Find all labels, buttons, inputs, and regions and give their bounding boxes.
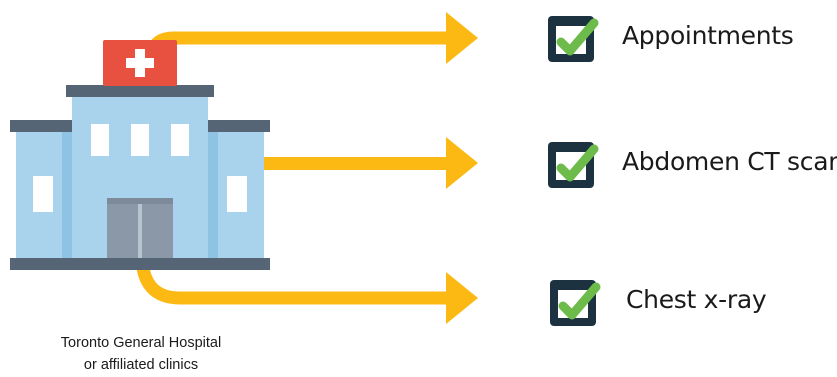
checkbox-checked-icon [550,280,601,326]
hospital-building-icon [10,40,270,270]
item-label-appointments: Appointments [622,21,794,50]
medical-cross-icon [103,40,177,86]
arrow-to-abdomen-ct [260,137,478,189]
caption-line-2: or affiliated clinics [83,357,199,373]
item-label-abdomen-ct-scan: Abdomen CT scan [622,147,837,176]
caption-line-1: Toronto General Hospital [60,335,222,351]
hospital-caption: Toronto General Hospital or affiliated c… [30,332,252,376]
arrow-to-appointments [145,12,478,64]
checkbox-checked-icon [548,142,599,188]
item-label-chest-xray: Chest x-ray [626,285,767,314]
checkbox-checked-icon [548,16,599,62]
